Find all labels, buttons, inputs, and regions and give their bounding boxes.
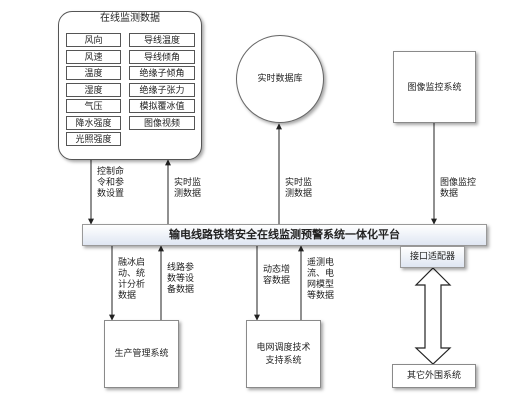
realtime-db-label: 实时数据库 [257, 74, 303, 84]
monitor-item-right: 绝缘子张力 [129, 82, 195, 97]
monitor-item-left: 风速 [66, 49, 121, 64]
grid-dispatch-label-1: 电网调度技术 [256, 343, 311, 353]
double-block-arrow [414, 267, 452, 365]
arrow-label-line: 线路参 [167, 263, 195, 273]
other-peripheral-label: 其它外围系统 [406, 371, 461, 381]
image-monitor-system-box [393, 51, 476, 123]
arrow-label-line: 实时监 [285, 178, 313, 188]
image-monitor-system-label: 图像监控系统 [407, 83, 462, 93]
arrow-label-line: 数据 [118, 291, 137, 301]
arrow-label-line: 令和参 [97, 178, 125, 188]
label-realtime-monitor-left: 实时监测数据 [174, 178, 201, 200]
monitor-item-left: 降水强度 [66, 115, 121, 130]
integrated-platform-title: 输电线路铁塔安全在线监测预警系统一体化平台 [169, 228, 400, 241]
arrow-label-line: 数等设 [167, 274, 195, 284]
label-image-monitor: 图像监控数据 [440, 178, 476, 200]
monitor-item-left: 风向 [66, 33, 121, 47]
arrow-label-line: 备数据 [167, 285, 195, 295]
arrow-label-line: 遥测电 [307, 258, 335, 268]
label-dynamic-capacity: 动态增容数据 [263, 265, 290, 287]
arrow-label-line: 测数据 [285, 189, 313, 199]
other-peripheral-box [392, 364, 476, 388]
arrow-label-line: 图像监控 [440, 178, 477, 188]
arrow-label-line: 实时监 [174, 178, 202, 188]
label-line-params: 线路参数等设备数据 [167, 263, 194, 296]
production-management-label: 生产管理系统 [114, 349, 169, 359]
arrow-label-line: 融冰启 [118, 258, 146, 268]
interface-adapter-label: 接口适配器 [409, 252, 455, 262]
monitor-item-right: 导线温度 [129, 33, 195, 47]
arrow-label-line: 数设置 [97, 189, 125, 199]
arrow-label-line: 动、统 [118, 269, 146, 279]
monitor-item-left: 温度 [66, 66, 121, 80]
arrow-label-line: 容数据 [263, 276, 291, 286]
monitor-item-right: 绝缘子倾角 [129, 66, 195, 80]
label-control-params: 控制命令和参数设置 [97, 167, 124, 200]
interface-adapter-box [400, 246, 465, 268]
label-ice-melt: 融冰启动、统计分析数据 [118, 258, 145, 302]
arrow-label-line: 数据 [440, 189, 459, 199]
monitor-item-left: 湿度 [66, 82, 121, 97]
arrow-label-line: 等数据 [307, 291, 335, 301]
monitor-item-right: 模拟覆冰值 [129, 99, 195, 113]
arrow-label-line: 动态增 [263, 265, 291, 275]
integrated-platform-bar [82, 224, 487, 246]
monitor-item-right: 导线倾角 [129, 49, 195, 64]
arrow-label-line: 流、电 [307, 269, 335, 279]
production-management-box [104, 320, 179, 388]
realtime-db-circle [236, 35, 324, 123]
grid-dispatch-label-2: 支持系统 [265, 356, 302, 366]
monitor-item-left: 光照强度 [66, 132, 121, 146]
label-telemetry: 遥测电流、电网模型等数据 [307, 258, 334, 302]
grid-dispatch-box [246, 320, 321, 388]
label-realtime-monitor-right: 实时监测数据 [285, 178, 312, 200]
arrow-label-line: 控制命 [97, 167, 125, 177]
arrow-label-line: 计分析 [118, 280, 146, 290]
arrow-label-line: 网模型 [307, 280, 335, 290]
arrow-label-line: 测数据 [174, 189, 202, 199]
monitor-item-right: 图像视频 [129, 115, 195, 130]
monitor-data-title: 在线监测数据 [100, 13, 160, 24]
monitor-item-left: 气压 [66, 99, 121, 113]
